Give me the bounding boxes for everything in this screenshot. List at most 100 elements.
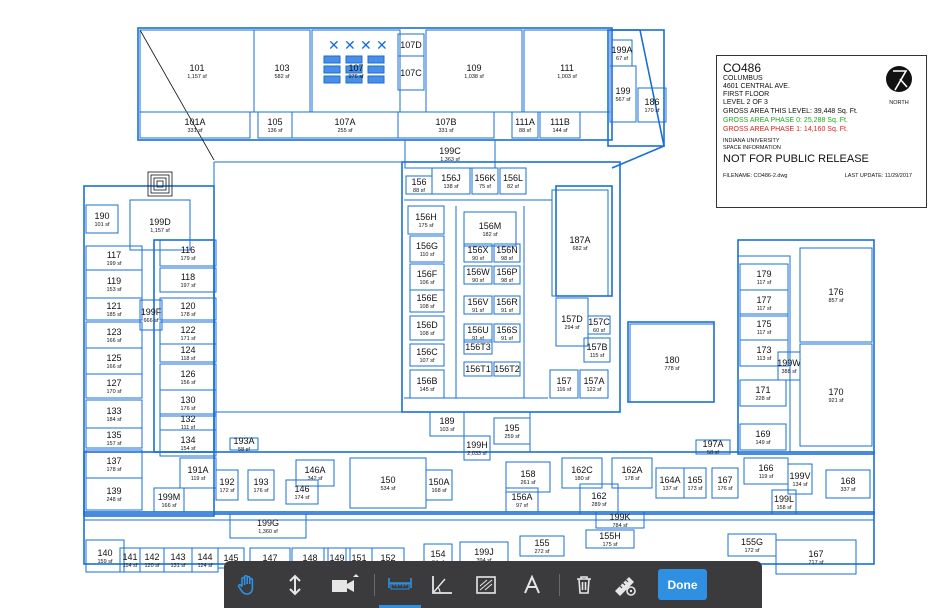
room-107d[interactable]: 107D	[397, 33, 425, 57]
area-tool-button[interactable]	[463, 561, 509, 608]
angle-tool-button[interactable]	[421, 561, 463, 608]
measure-settings-button[interactable]	[604, 561, 646, 608]
room-156t1[interactable]: 156T1	[463, 361, 493, 377]
room-156t2[interactable]: 156T2	[493, 361, 521, 377]
pan-tool-button[interactable]	[224, 561, 270, 608]
room-107c[interactable]: 107C	[397, 55, 425, 91]
delete-button[interactable]	[564, 561, 604, 608]
vertical-move-button[interactable]	[270, 561, 320, 608]
camera-button[interactable]	[320, 561, 370, 608]
measure-tool-button[interactable]	[379, 561, 421, 608]
room-156t3[interactable]: 156T3	[463, 339, 493, 355]
done-button[interactable]: Done	[658, 569, 707, 600]
